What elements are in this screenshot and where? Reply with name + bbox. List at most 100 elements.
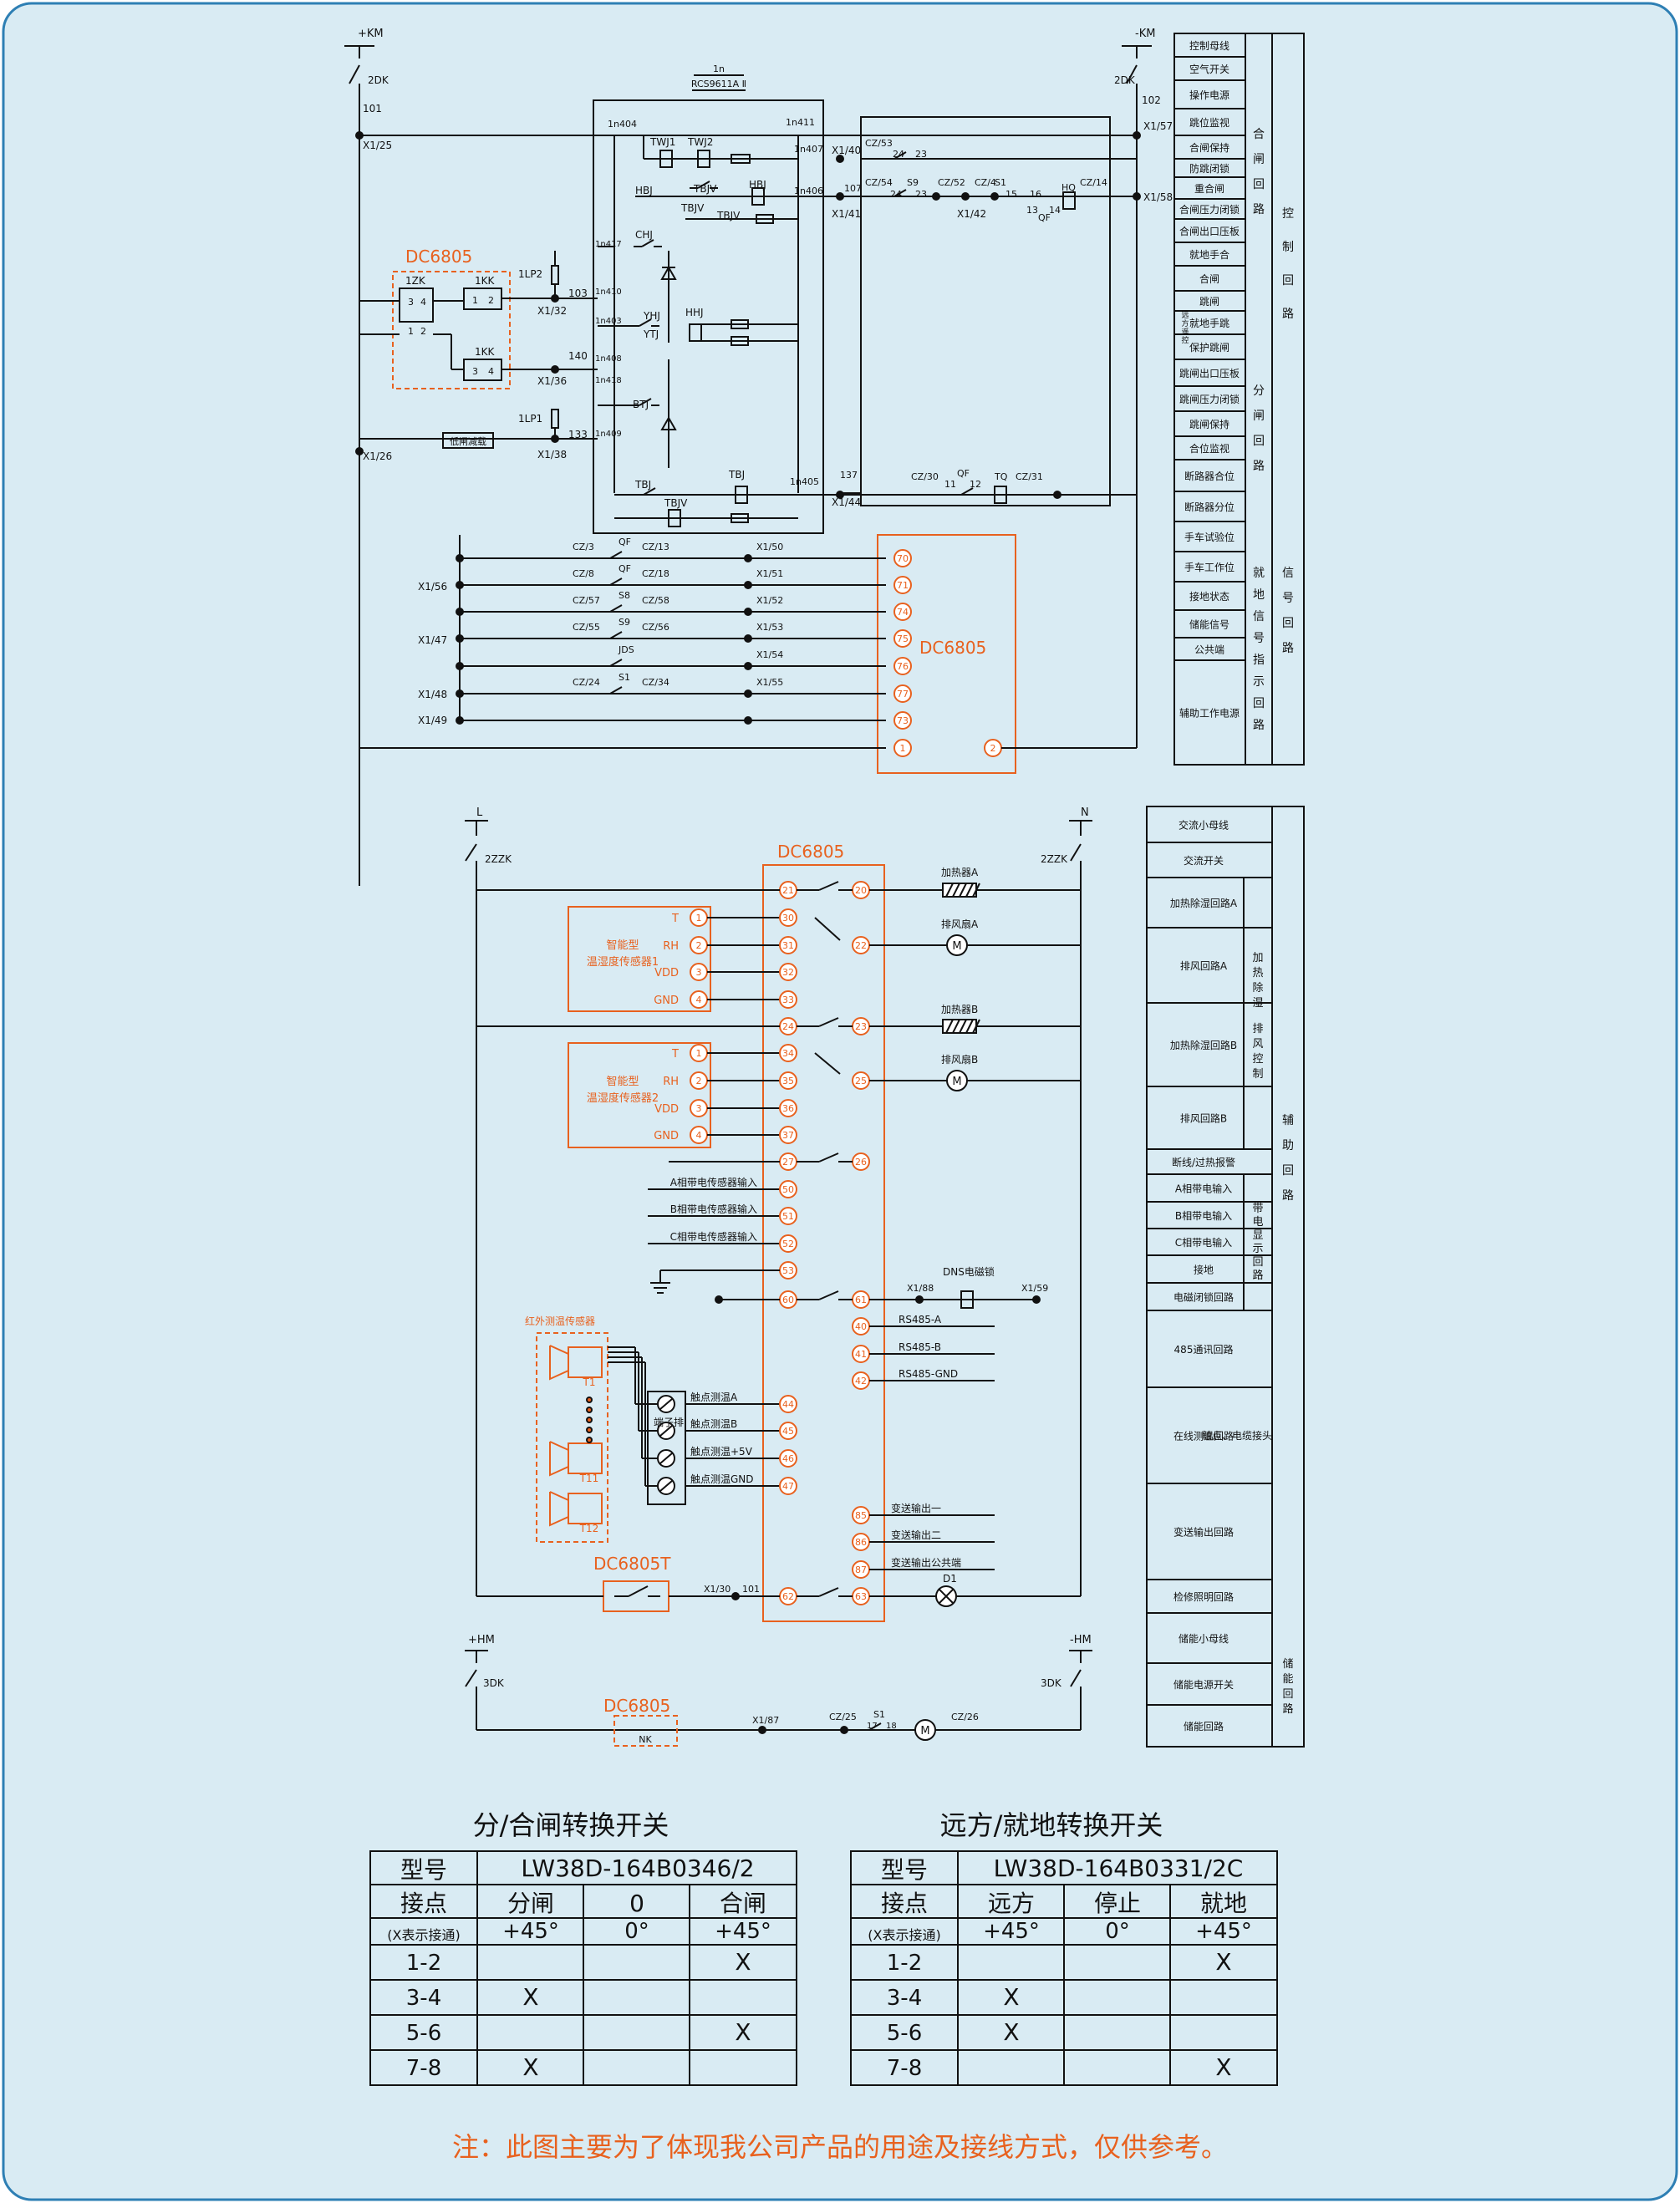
side-bottom-aux: 路 <box>1282 1189 1294 1203</box>
side-bottom-item: 电磁闭锁回路 <box>1173 1291 1234 1304</box>
transmit-label: 变送输出二 <box>891 1529 941 1541</box>
table-right-model-label: 型号 <box>881 1856 928 1884</box>
coil-label: CHJ <box>635 229 653 241</box>
breaker-left-label: 2DK <box>368 74 389 86</box>
table-left-title: 分/合闸转换开关 <box>473 1809 669 1841</box>
signal-contact-0 <box>609 551 623 559</box>
sensor-1-pin-label: 4 <box>696 995 702 1005</box>
busbar-n-label: N <box>1081 806 1089 819</box>
heater-b-icon-hatch <box>952 1019 960 1034</box>
coil-label: HBJ <box>749 179 766 191</box>
side-item: 断路器分位 <box>1184 501 1235 513</box>
cc-label: CZ/4 <box>975 177 996 188</box>
side-remote: 控 <box>1181 335 1189 345</box>
side-bottom-item: 变送输出回路 <box>1173 1526 1234 1539</box>
footnote: 注：此图主要为了体现我公司产品的用途及接线方式，仅供参考。 <box>452 2131 1228 2163</box>
terminal-label: X1/42 <box>957 208 986 220</box>
dc6805-label: DC6805 <box>405 247 472 267</box>
signal-pin <box>893 603 912 621</box>
aux-relay <box>818 881 839 891</box>
sensor-pin-name: RH <box>663 1076 679 1088</box>
contact-num: 1 <box>408 326 414 337</box>
terminal-label: X1/32 <box>537 305 567 317</box>
side-group-local: 回 <box>1253 697 1265 710</box>
terminal-screw-slot <box>659 1425 673 1437</box>
side-group-trip: 闸 <box>1253 410 1265 423</box>
signal-switch: S1 <box>619 672 630 683</box>
dc6805t-label: DC6805T <box>593 1554 671 1574</box>
storage-part: CZ/25 <box>829 1712 857 1722</box>
table-right-header: 远方 <box>988 1890 1035 1917</box>
sensor-2-term <box>779 1071 797 1090</box>
sensor-pin-name: GND <box>654 995 679 1007</box>
contact-num: 2 <box>488 295 494 306</box>
relay-model: RCS9611A Ⅱ <box>691 79 746 89</box>
table-left-model-label: 型号 <box>400 1856 447 1884</box>
signal-term: X1/55 <box>756 677 783 688</box>
relay-terminal-label: 1n410 <box>595 287 622 297</box>
breaker-2dk-right <box>1126 64 1138 84</box>
side-group-close: 回 <box>1253 178 1265 191</box>
side-bottom-aux: 回 <box>1282 1164 1294 1178</box>
breaker-right-label: 2DK <box>1114 74 1136 86</box>
cc-label: 13 <box>1026 205 1038 216</box>
contact-num: 2 <box>420 326 426 337</box>
junction-dot <box>456 689 464 698</box>
cc-label: CZ/52 <box>938 177 965 188</box>
storage-part: 18 <box>886 1722 897 1731</box>
relay-terminal-label: 1n404 <box>608 119 637 130</box>
side-item: 手车工作位 <box>1184 561 1235 573</box>
resistor-tbjv <box>756 214 774 224</box>
aux-relay <box>818 1017 839 1027</box>
side-bottom-item: 排风回路B <box>1180 1112 1227 1125</box>
cc-label: 23 <box>915 149 927 160</box>
ir-sensor-group <box>536 1332 608 1543</box>
side-item: 合闸出口压板 <box>1179 225 1240 237</box>
side-item: 空气开关 <box>1189 63 1229 75</box>
storage-part: S1 <box>873 1709 885 1720</box>
breaker-label: 2ZZK <box>485 853 512 865</box>
aux-pin-label: 63 <box>855 1591 867 1602</box>
lamp-term: X1/30 <box>704 1584 731 1595</box>
signal-pin-label: 70 <box>897 553 909 564</box>
wire-label: 101 <box>363 103 382 114</box>
coil-hq <box>1062 191 1076 210</box>
side-bottom-heat: 湿 <box>1252 997 1263 1010</box>
cc-label: S9 <box>907 177 919 188</box>
terminal-block-label: 端子排 <box>654 1417 684 1428</box>
relay-terminal-label: 1n409 <box>595 430 622 439</box>
table-right-contact: 1-2 <box>887 1951 922 1976</box>
aux-relay <box>818 1587 839 1597</box>
sensor-1-pin-label: 3 <box>696 967 702 978</box>
sensor-1-term <box>779 990 797 1009</box>
table-left-angle: +45° <box>502 1919 559 1944</box>
table-right-angle: +45° <box>983 1919 1040 1944</box>
side-bottom-item: 接地 <box>1194 1264 1214 1276</box>
storage-motor-icon <box>914 1719 936 1741</box>
contact-cz54 <box>893 189 907 197</box>
storage-part: CZ/26 <box>951 1712 979 1722</box>
dc6805-aux-label: DC6805 <box>777 842 844 862</box>
ir-title: 红外测温传感器 <box>525 1315 595 1327</box>
ir-ellipsis-dot <box>586 1437 593 1443</box>
side-group-local: 地 <box>1253 588 1265 602</box>
side-item: 就地手合 <box>1189 248 1229 261</box>
transmit-pin-label: 85 <box>855 1510 867 1521</box>
table-left-cell-x: X <box>735 1948 751 1976</box>
terminal-screw-slot <box>659 1480 673 1492</box>
junction-dot <box>744 716 752 725</box>
signal-pin-label: 77 <box>897 689 909 700</box>
contact-temp-label: 触点测温A <box>690 1392 738 1403</box>
side-group-close: 合 <box>1253 128 1265 141</box>
contact-temp-pin <box>779 1395 797 1413</box>
sensor-1-title: 智能型 <box>606 939 639 952</box>
heater-a-icon-hatch <box>952 883 960 898</box>
transmit-label: 变送输出一 <box>891 1502 941 1514</box>
signal-left-term: X1/47 <box>418 634 447 646</box>
terminal-block <box>647 1391 686 1505</box>
side-bottom-live: 路 <box>1252 1269 1263 1282</box>
sensor-1-term-label: 31 <box>782 940 794 951</box>
aux-relay <box>818 1152 839 1163</box>
junction-dot <box>758 1726 766 1734</box>
